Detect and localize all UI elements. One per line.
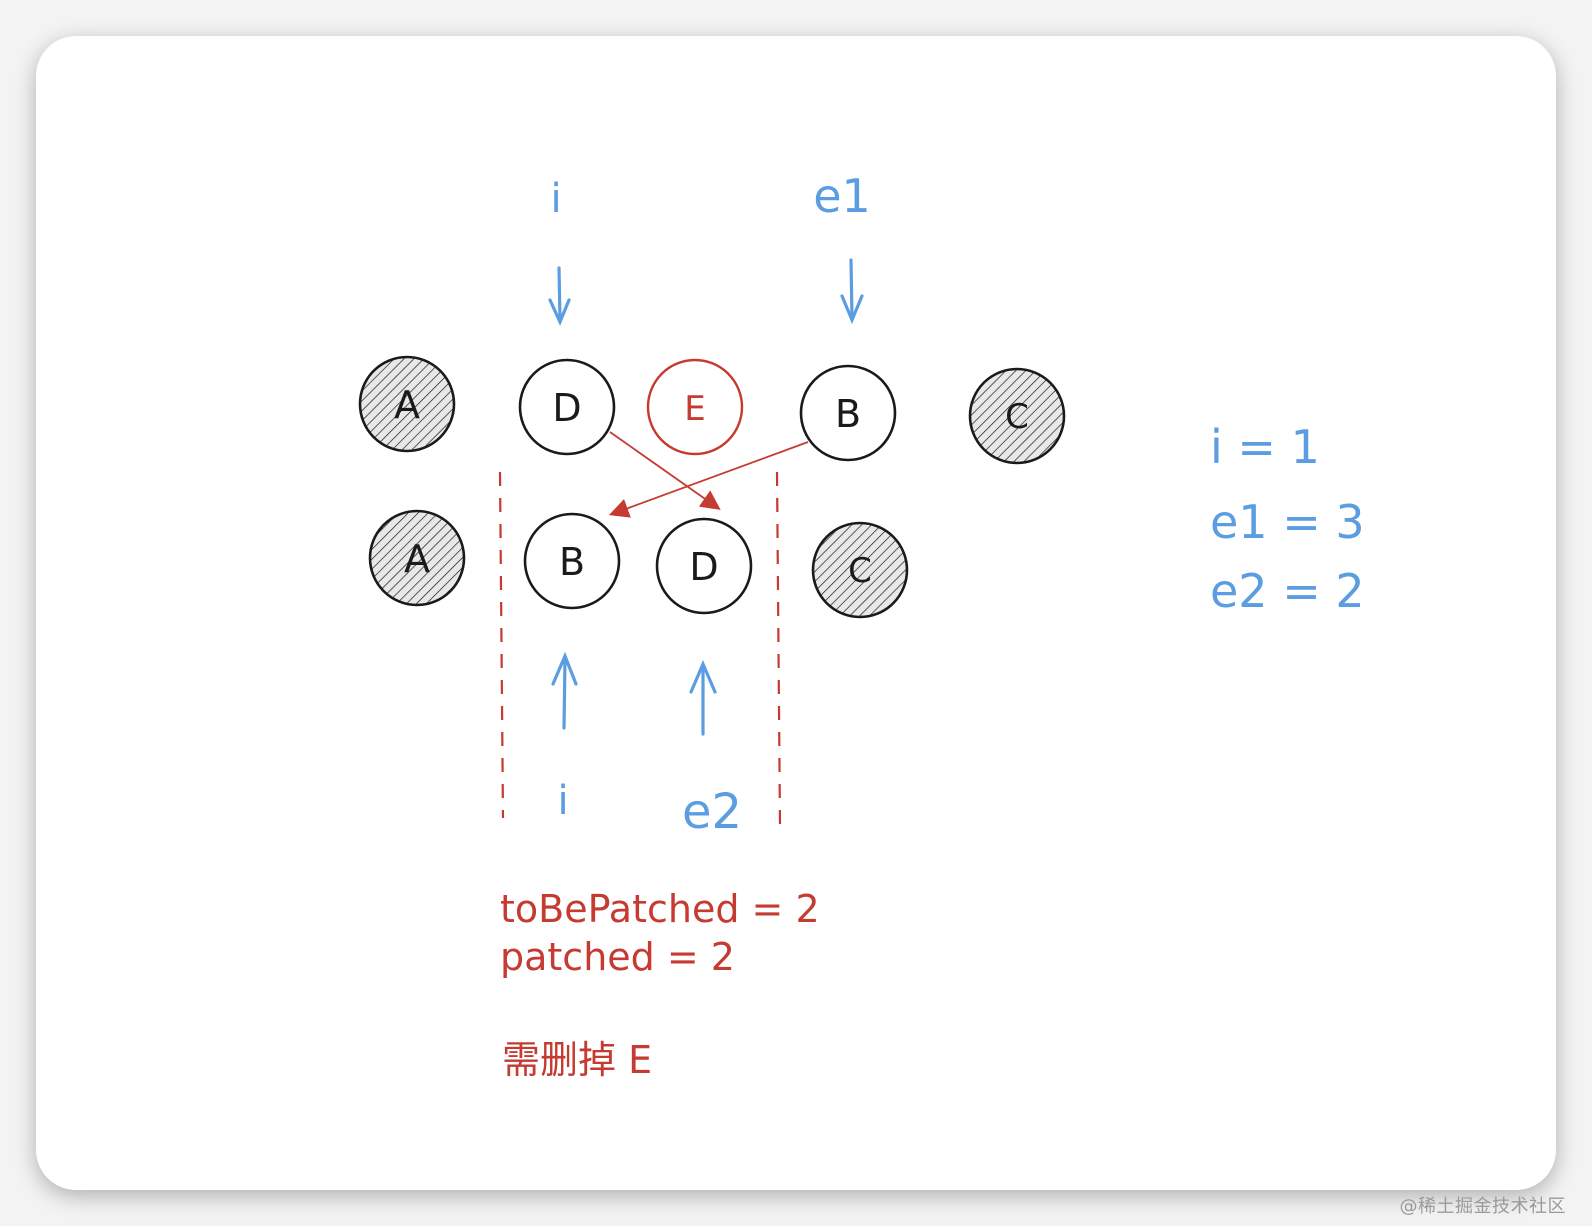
pointer-i-bottom-label: i xyxy=(557,778,568,824)
row1-node-d: D xyxy=(518,358,616,456)
row2-node-a: A xyxy=(368,509,466,607)
row2-node-c-label: C xyxy=(848,551,872,591)
variable-i: i = 1 xyxy=(1210,420,1320,474)
row2-node-a-label: A xyxy=(404,537,430,581)
variable-e2: e2 = 2 xyxy=(1210,564,1365,618)
counter-patched: patched = 2 xyxy=(500,935,735,979)
row1-node-c-label: C xyxy=(1005,397,1029,437)
row2-node-b-label: B xyxy=(559,540,585,584)
row1-node-b-label: B xyxy=(835,392,861,436)
pointer-i-top: i xyxy=(548,176,571,327)
pointer-e2-bottom-label: e2 xyxy=(682,784,742,840)
row1-node-c: C xyxy=(968,367,1066,465)
row1-node-a-label: A xyxy=(394,383,420,427)
pointer-i-top-label: i xyxy=(550,176,561,222)
watermark: @稀土掘金技术社区 xyxy=(1399,1196,1566,1217)
mapping-arrow-d-to-d xyxy=(609,431,721,510)
diagram-card xyxy=(36,36,1556,1190)
pointer-e1-top: e1 xyxy=(813,169,871,325)
arrow-up-icon xyxy=(689,659,717,736)
row1-node-b: B xyxy=(799,364,897,462)
row1-node-a: A xyxy=(358,355,456,453)
arrow-down-icon xyxy=(548,266,571,327)
row1-node-e-label: E xyxy=(684,389,705,429)
row1-node-d-label: D xyxy=(552,386,581,430)
dashed-boundary-right xyxy=(775,471,782,827)
row2-node-c: C xyxy=(811,521,909,619)
row2-node-d: D xyxy=(655,517,753,615)
pointer-e2-bottom: e2 xyxy=(682,659,742,840)
arrow-down-icon xyxy=(840,258,864,325)
delete-note: 需删掉 E xyxy=(502,1038,652,1082)
pointer-e1-top-label: e1 xyxy=(813,169,871,223)
counter-to-be-patched: toBePatched = 2 xyxy=(500,887,820,931)
dashed-boundary-left xyxy=(498,471,505,819)
mapping-arrow-b-to-b xyxy=(608,441,809,518)
row2-node-b: B xyxy=(523,512,621,610)
row1-node-e: E xyxy=(646,358,744,456)
arrow-up-icon xyxy=(551,651,578,730)
pointer-i-bottom: i xyxy=(551,651,578,824)
row2-node-d-label: D xyxy=(689,545,718,589)
variable-e1: e1 = 3 xyxy=(1210,495,1365,549)
